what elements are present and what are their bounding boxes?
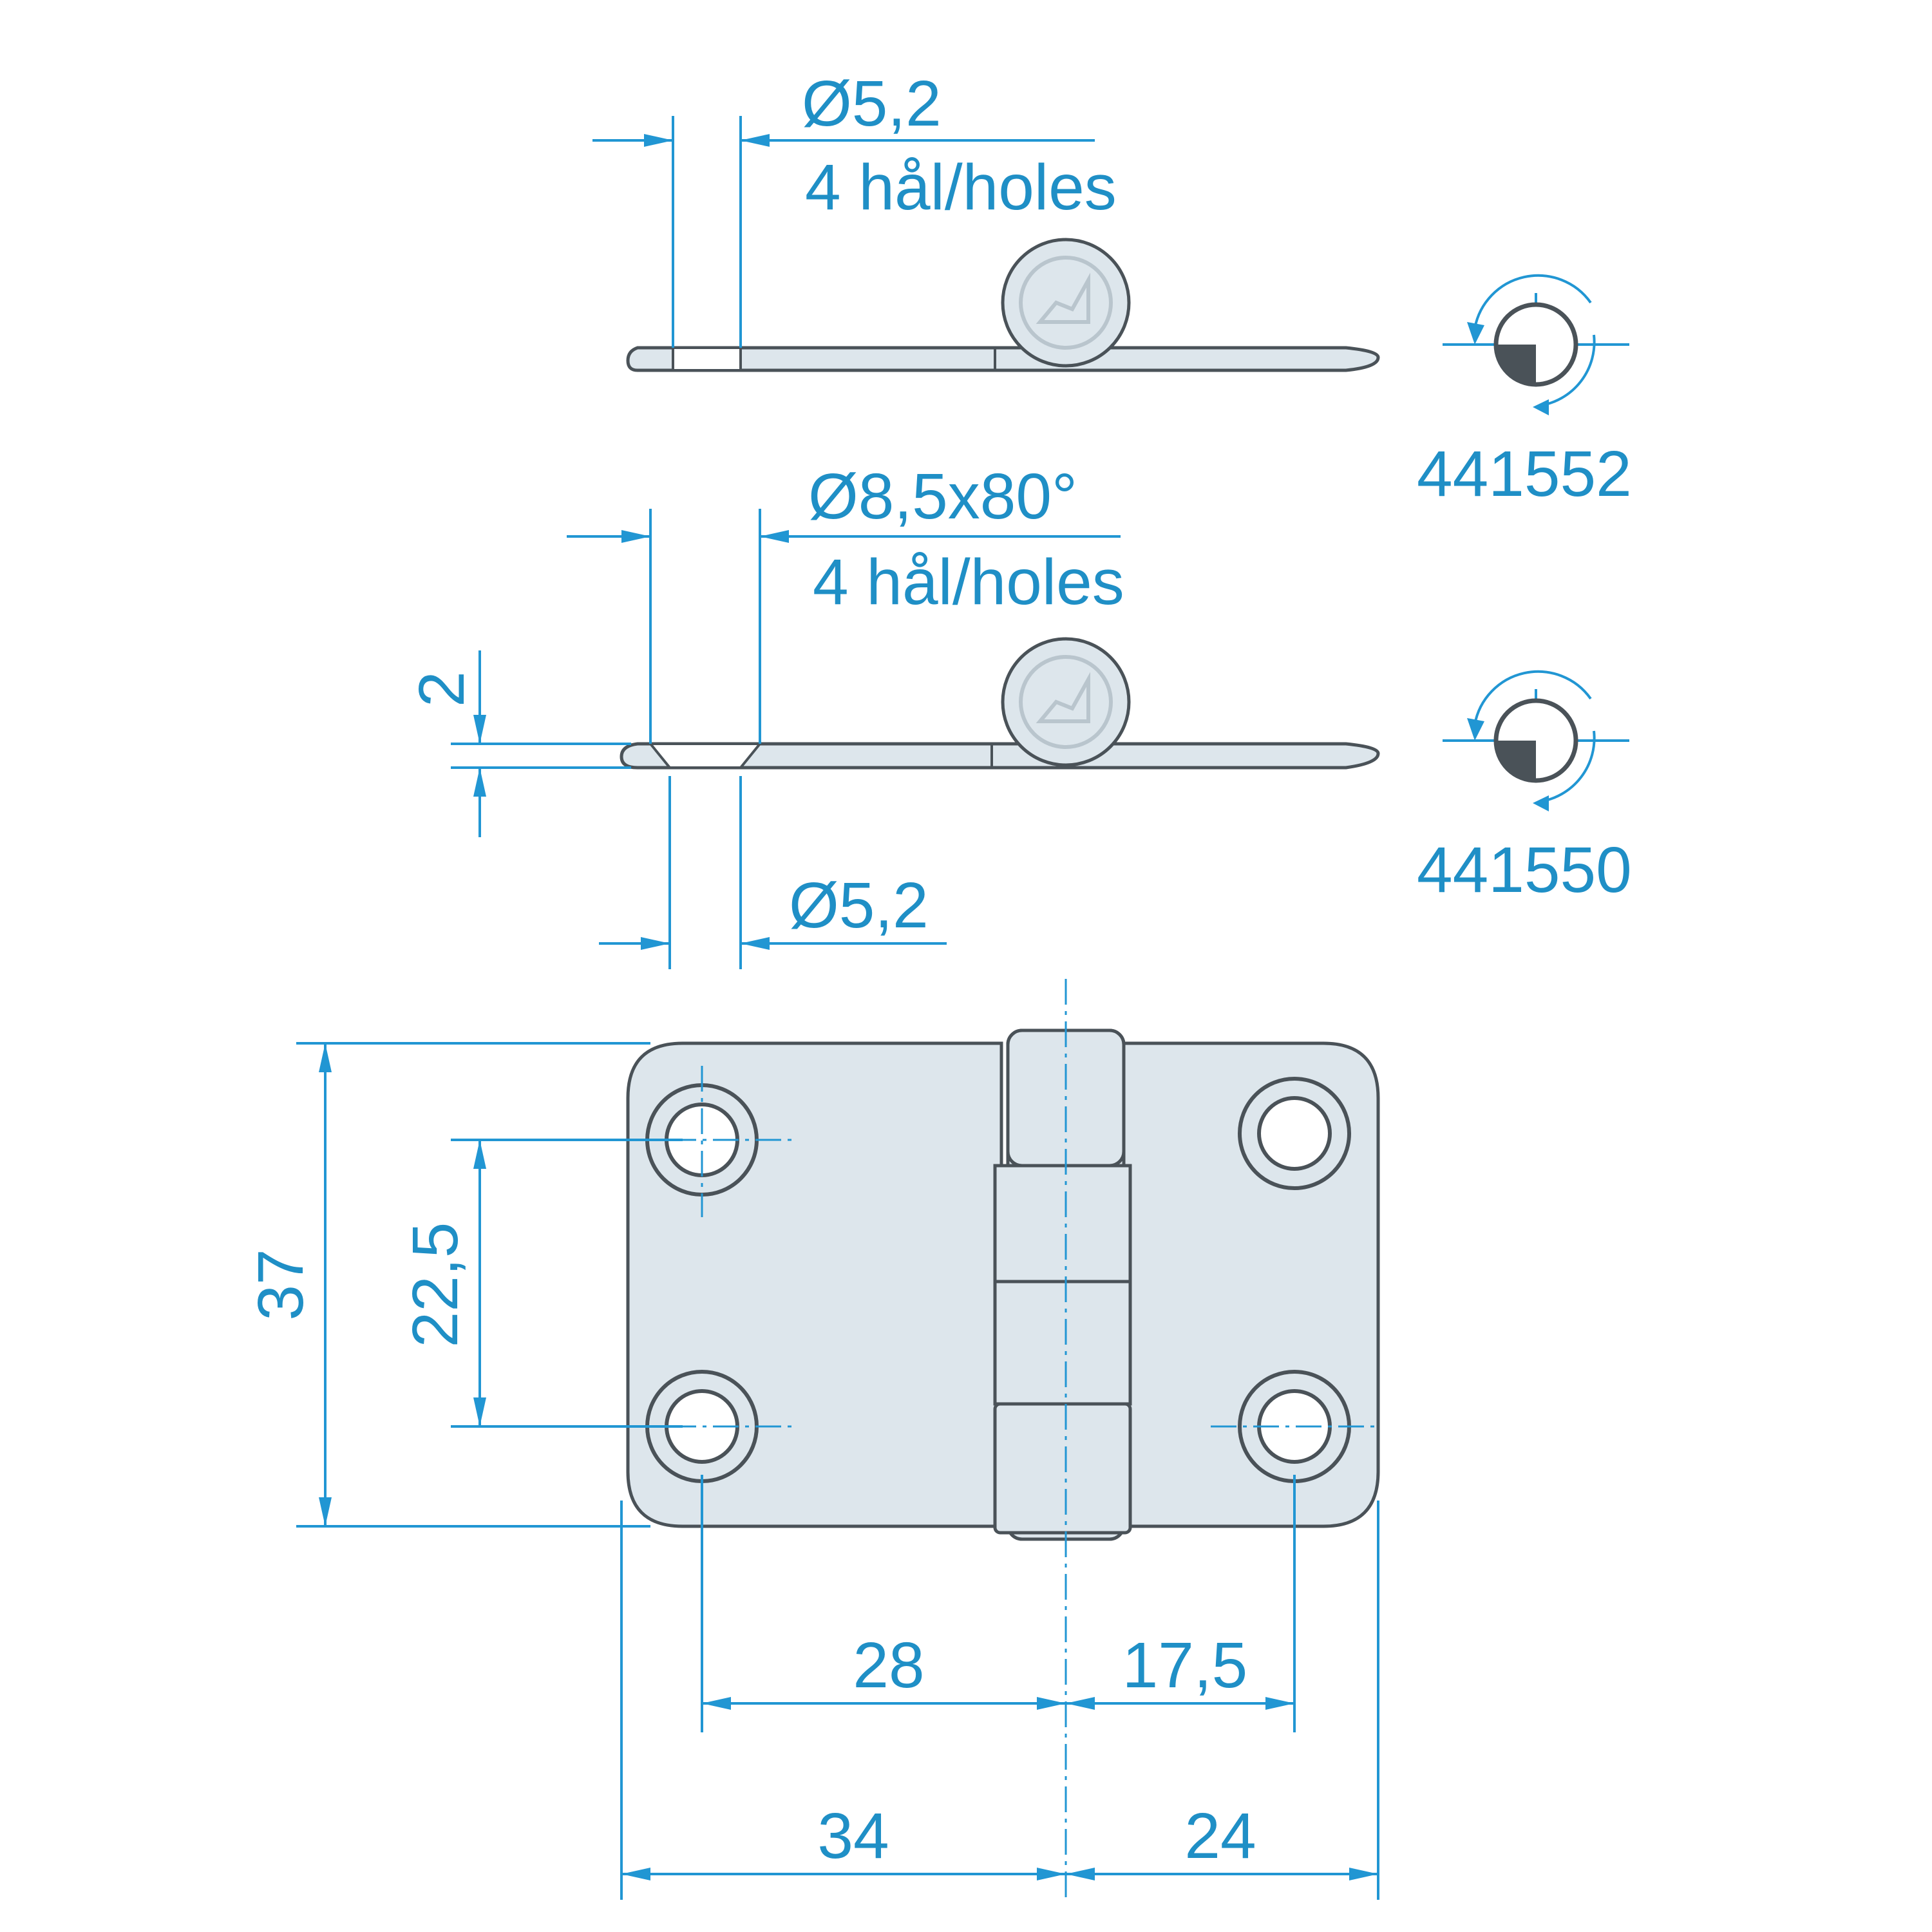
arrowhead (1037, 1868, 1066, 1880)
side-view-441550: Ø8,5x80° 4 hål/holes 2 Ø5,2 441550 (406, 460, 1632, 969)
hole-to-pin-right-label: 17,5 (1122, 1629, 1248, 1701)
arrowhead (641, 937, 670, 950)
logo-mark-icon (1036, 272, 1090, 324)
hinge-plate-side-top (626, 346, 1380, 372)
total-height-label: 37 (245, 1249, 317, 1320)
arrowhead (760, 530, 789, 543)
arrowhead (473, 1397, 486, 1426)
thickness-label: 2 (406, 671, 478, 707)
knuckle-segment (993, 1164, 1132, 1283)
arrowhead (702, 1697, 731, 1710)
arrowhead (1037, 1697, 1066, 1710)
arrowhead (741, 134, 770, 147)
arrowhead (1265, 1697, 1294, 1710)
left-leaf-width-label: 34 (817, 1800, 889, 1872)
arrowhead (741, 937, 770, 950)
hole-diameter-label: Ø5,2 (789, 869, 929, 942)
hole-spacing-label: 22,5 (399, 1222, 471, 1348)
article-number: 441550 (1417, 834, 1632, 906)
countersunk-hole-top-right (1238, 1077, 1351, 1190)
arrowhead (621, 530, 650, 543)
side-view-441552: Ø5,2 4 hål/holes 441552 (592, 68, 1632, 510)
hole-count-label: 4 hål/holes (813, 546, 1124, 618)
arrowhead (1066, 1697, 1095, 1710)
knuckle-segment (993, 1280, 1132, 1406)
hole-to-pin-left-label: 28 (853, 1629, 924, 1701)
countersunk-hole-bottom-right (1238, 1370, 1351, 1483)
arrowhead (473, 768, 486, 797)
knuckle-segment (993, 1402, 1132, 1535)
arrowhead (473, 1140, 486, 1169)
rotation-direction-icon (1443, 274, 1629, 415)
knuckle-logo-icon (1019, 655, 1113, 749)
rotation-direction-icon (1443, 670, 1629, 811)
right-leaf-width-label: 24 (1184, 1800, 1256, 1872)
hinge-plate-side-middle (620, 742, 1380, 770)
plan-view: 37 22,5 28 17,5 34 24 (245, 979, 1380, 1900)
knuckle-logo-icon (1019, 256, 1113, 350)
arrowhead (319, 1497, 332, 1526)
countersunk-hole-top-left (645, 1083, 759, 1197)
arrowhead (644, 134, 673, 147)
arrowhead (1066, 1868, 1095, 1880)
countersunk-hole-section (647, 743, 763, 769)
arrowhead (621, 1868, 650, 1880)
countersink-label: Ø8,5x80° (808, 460, 1077, 533)
arrowhead (319, 1043, 332, 1072)
straight-hole-section (672, 346, 742, 372)
article-number: 441552 (1417, 438, 1632, 510)
hole-count-label: 4 hål/holes (805, 151, 1117, 223)
logo-mark-icon (1036, 672, 1090, 723)
arrowhead (1349, 1868, 1378, 1880)
arrowhead (473, 715, 486, 744)
hole-diameter-label: Ø5,2 (802, 68, 942, 140)
